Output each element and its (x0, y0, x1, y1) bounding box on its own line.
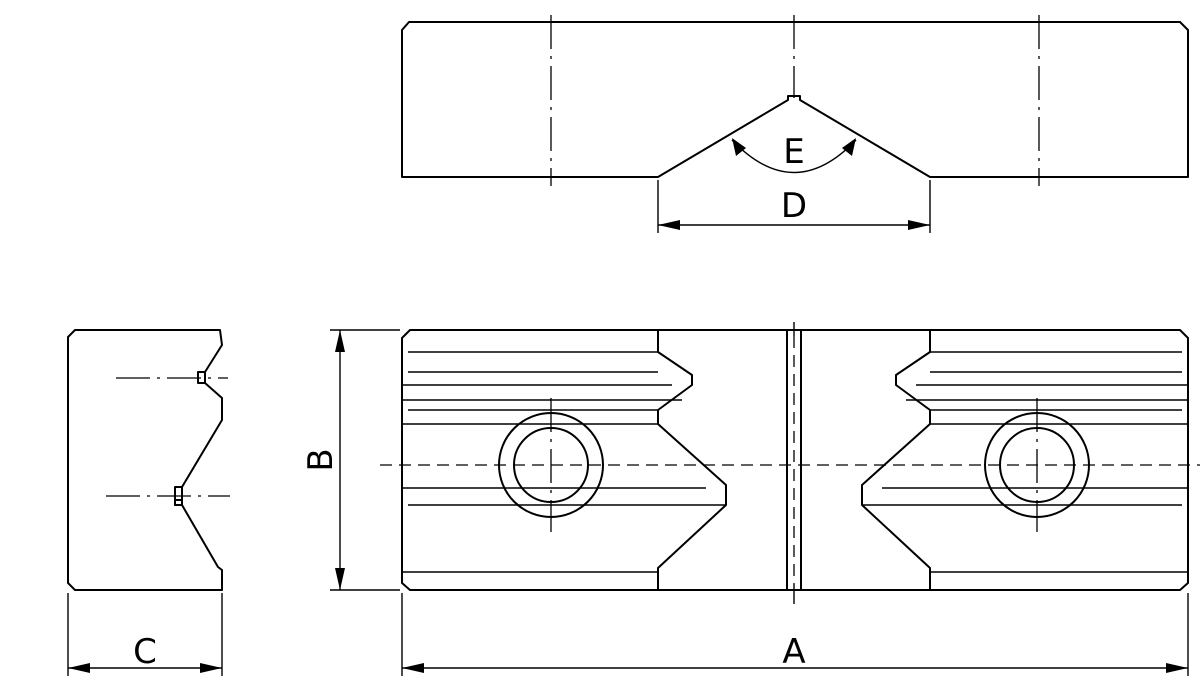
front-right-profile (861, 330, 931, 590)
dim-a-arrow-left (402, 663, 424, 673)
side-upper-notch (197, 371, 206, 384)
dim-b-arrow-top (335, 330, 345, 352)
label-a: A (782, 632, 805, 672)
dim-c-arrow-right (200, 663, 222, 673)
side-lower-notch (174, 486, 183, 506)
dim-d-arrow-right (908, 220, 930, 230)
angle-e-arc (731, 139, 857, 174)
angle-e-arrow-left (732, 138, 746, 156)
front-left-grooves (402, 330, 727, 590)
dim-d-arrow-left (658, 220, 680, 230)
front-left-profile (657, 330, 727, 590)
label-e: E (783, 132, 804, 172)
dim-b-arrow-bottom (335, 568, 345, 590)
front-view: B A (301, 322, 1200, 676)
label-b: B (301, 448, 341, 471)
dim-c-arrow-left (68, 663, 90, 673)
label-c: C (133, 632, 157, 672)
angle-e-arrow-right (842, 138, 856, 156)
dim-a-arrow-right (1166, 663, 1188, 673)
front-right-grooves (861, 330, 1188, 590)
front-view-outline (401, 329, 1189, 591)
side-view-outline (67, 329, 223, 591)
top-view: E D (401, 15, 1189, 233)
side-view: C (67, 329, 230, 676)
top-view-outline (401, 21, 1189, 178)
label-d: D (781, 186, 807, 226)
